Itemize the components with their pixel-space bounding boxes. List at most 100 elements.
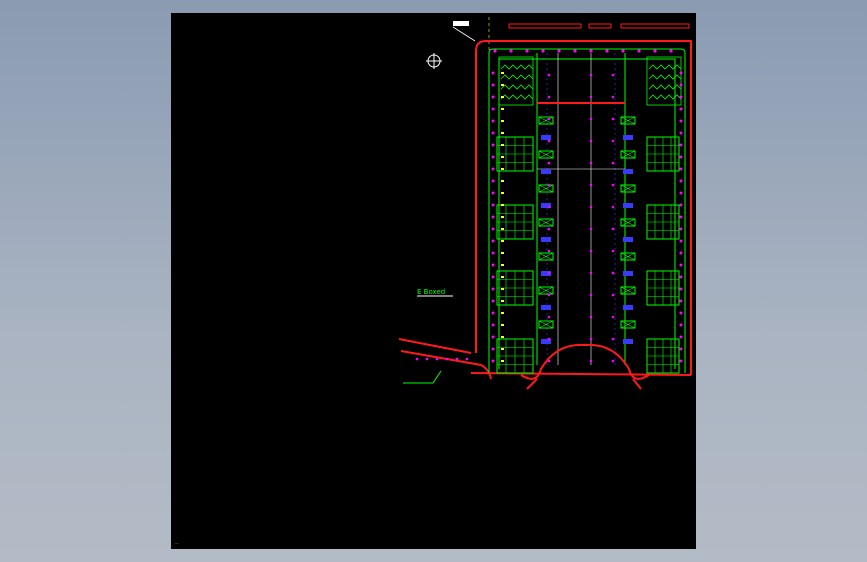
marker-dot (541, 49, 545, 53)
lane-box (538, 252, 554, 261)
marker-dot (465, 357, 469, 361)
marker-dot (611, 205, 615, 209)
lane-box-x (538, 184, 554, 193)
marker-dot (435, 357, 439, 361)
marker-dot (491, 179, 495, 183)
marker-dot (679, 311, 683, 315)
marker-dot (589, 117, 593, 121)
marker-dot (557, 49, 561, 53)
marker-dot (589, 139, 593, 143)
marker-tick (501, 324, 504, 326)
marker-dot (491, 143, 495, 147)
marker-dot (679, 335, 683, 339)
marker-tick (501, 120, 504, 122)
marker-tick (501, 228, 504, 230)
leader-line (403, 370, 442, 384)
lane-blue (541, 305, 551, 310)
marker-dot (491, 311, 495, 315)
lane-blue (623, 305, 633, 310)
lane-box-x (538, 320, 554, 329)
lane-markers (538, 116, 636, 344)
marker-dot (605, 49, 609, 53)
lane-blue (623, 203, 633, 208)
marker-dot (547, 161, 551, 165)
marker-dot (445, 357, 449, 361)
marker-tick (501, 348, 504, 350)
lane-blue (541, 271, 551, 276)
marker-dot (415, 357, 419, 361)
lane-blue (541, 135, 551, 140)
marker-dot (547, 271, 551, 275)
lane-box (620, 116, 636, 125)
lane-blue (623, 237, 633, 242)
lane-box-x (620, 286, 636, 295)
marker-dot (589, 49, 593, 53)
marker-dot (573, 49, 577, 53)
marker-dot (589, 161, 593, 165)
marker-tick (501, 336, 504, 338)
marker-dot (493, 49, 497, 53)
marker-dot (547, 337, 551, 341)
marker-dot (679, 275, 683, 279)
marker-dot (547, 73, 551, 77)
marker-dot (611, 139, 615, 143)
lane-box-x (620, 116, 636, 125)
marker-dot (611, 359, 615, 363)
top-callout (452, 21, 476, 42)
lane-box (620, 286, 636, 295)
marker-dot (547, 359, 551, 363)
marker-dot (589, 249, 593, 253)
marker-dot (547, 315, 551, 319)
marker-dot (547, 227, 551, 231)
lane-box (538, 218, 554, 227)
lane-blue (541, 203, 551, 208)
marker-tick (501, 312, 504, 314)
marker-tick (501, 252, 504, 254)
marker-tick (501, 72, 504, 74)
area-label: E Boxed (417, 288, 453, 297)
marker-dot (679, 203, 683, 207)
cad-drawing-canvas[interactable]: E Boxed -- (171, 13, 696, 549)
marker-dot (589, 73, 593, 77)
marker-dot (589, 95, 593, 99)
marker-dot (547, 117, 551, 121)
marker-dot (455, 357, 459, 361)
marker-dot (621, 49, 625, 53)
entrance-arch (520, 343, 650, 390)
marker-tick (501, 84, 504, 86)
marker-dot (611, 183, 615, 187)
lane-box-x (538, 150, 554, 159)
marker-dot (547, 95, 551, 99)
right-building-blocks (646, 136, 680, 374)
lane-box (538, 150, 554, 159)
lane-box-x (538, 116, 554, 125)
marker-dot (491, 323, 495, 327)
marker-dot (509, 49, 513, 53)
marker-dot (491, 107, 495, 111)
marker-dot (611, 161, 615, 165)
marker-tick (501, 156, 504, 158)
lane-box-x (538, 218, 554, 227)
marker-dot (679, 95, 683, 99)
lane-blue (623, 271, 633, 276)
lane-blue (623, 135, 633, 140)
marker-dot (547, 205, 551, 209)
marker-dot (589, 271, 593, 275)
marker-tick (501, 204, 504, 206)
marker-tick (501, 288, 504, 290)
inner-road (488, 48, 686, 373)
marker-dot (679, 119, 683, 123)
marker-tick (501, 360, 504, 362)
marker-dot (425, 357, 429, 361)
top-hatch-blocks (498, 56, 682, 106)
lane-blue (541, 169, 551, 174)
marker-dot (611, 293, 615, 297)
marker-dot (679, 215, 683, 219)
marker-dot (589, 315, 593, 319)
marker-dot (589, 227, 593, 231)
drawing-viewport[interactable]: E Boxed -- (171, 13, 696, 549)
marker-dot (611, 271, 615, 275)
marker-tick (501, 300, 504, 302)
area-label-text: E Boxed (417, 288, 445, 296)
lane-box-x (620, 184, 636, 193)
